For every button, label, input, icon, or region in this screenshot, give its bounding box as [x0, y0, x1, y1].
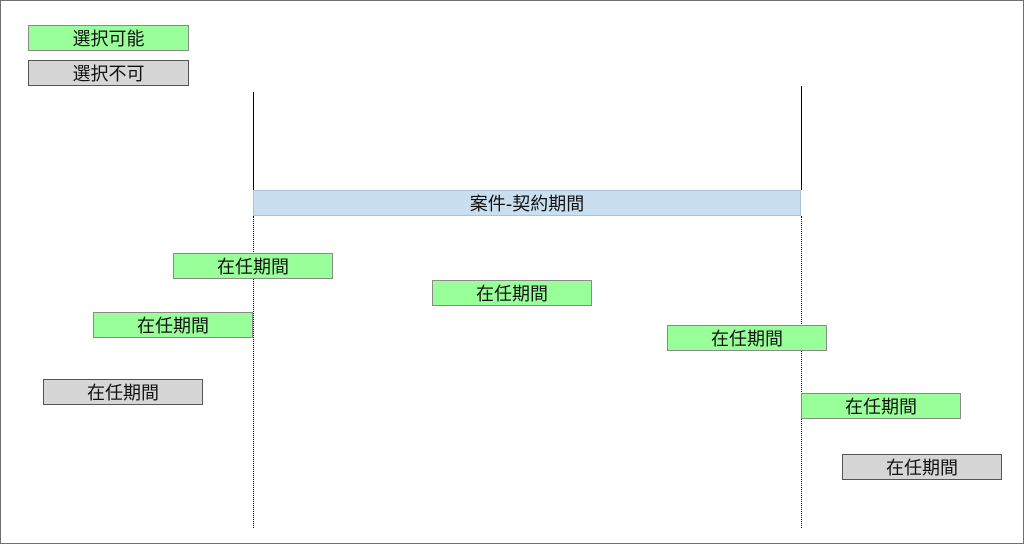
- tenure-label: 在任期間: [137, 316, 209, 337]
- contract-end-dotted-line: [801, 216, 802, 528]
- tenure-bar: 在任期間: [842, 454, 1002, 480]
- contract-start-line: [253, 92, 254, 190]
- legend-selectable: 選択可能: [28, 25, 189, 51]
- tenure-bar: 在任期間: [43, 379, 203, 405]
- tenure-label: 在任期間: [886, 458, 958, 479]
- tenure-bar: 在任期間: [432, 280, 592, 306]
- contract-period-label: 案件-契約期間: [469, 194, 585, 215]
- tenure-label: 在任期間: [217, 257, 289, 278]
- tenure-bar: 在任期間: [93, 312, 253, 338]
- legend-selectable-label: 選択可能: [72, 29, 145, 50]
- tenure-bar: 在任期間: [801, 393, 961, 419]
- tenure-label: 在任期間: [476, 284, 548, 305]
- tenure-bar: 在任期間: [173, 253, 333, 279]
- tenure-bar: 在任期間: [667, 325, 827, 351]
- contract-end-line: [801, 86, 802, 190]
- tenure-label: 在任期間: [845, 397, 917, 418]
- contract-period-bar: 案件-契約期間: [253, 190, 801, 216]
- tenure-label: 在任期間: [87, 383, 159, 404]
- legend-unselectable: 選択不可: [28, 60, 189, 86]
- contract-start-dotted-line: [253, 216, 254, 528]
- tenure-label: 在任期間: [711, 329, 783, 350]
- legend-unselectable-label: 選択不可: [72, 64, 145, 85]
